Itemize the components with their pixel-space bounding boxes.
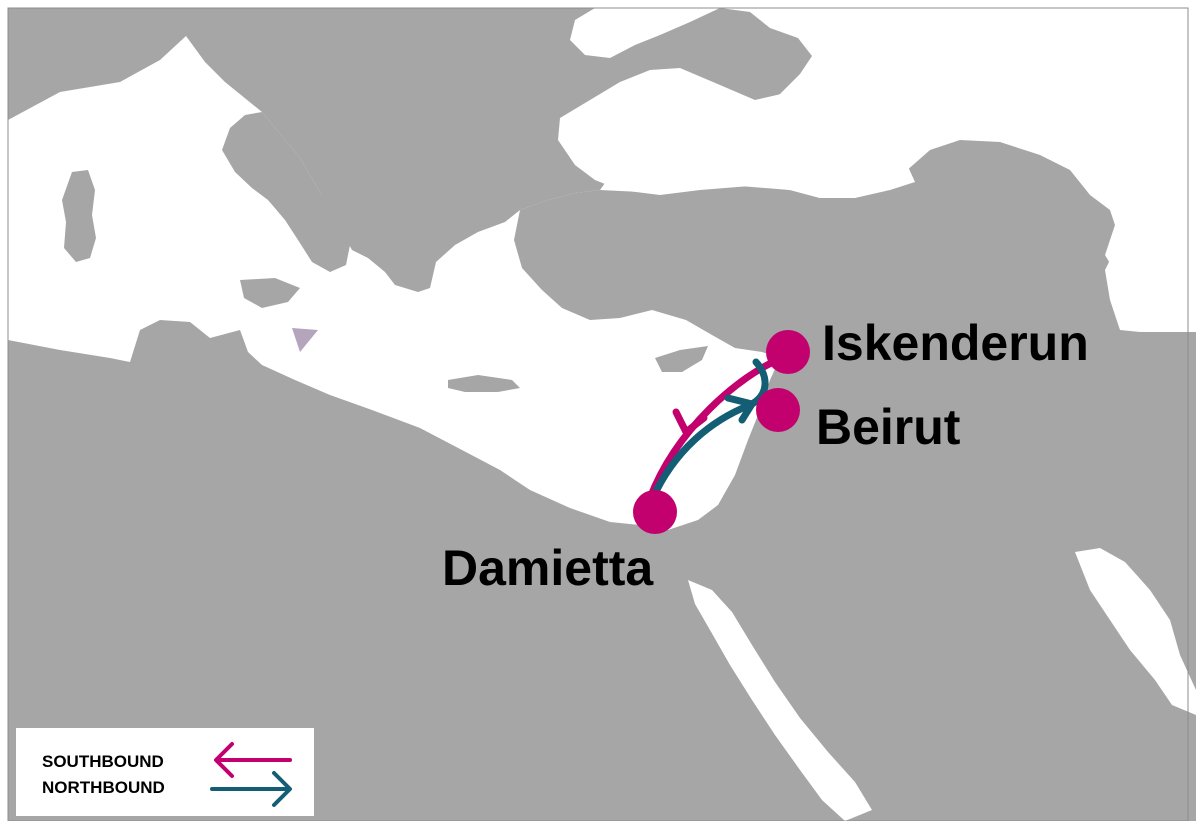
land-crete xyxy=(448,375,520,392)
land-cyprus xyxy=(655,346,708,372)
land-anatolia-interior xyxy=(8,140,1196,821)
triangle-marker xyxy=(292,328,318,352)
legend-northbound-label: NORTHBOUND xyxy=(42,778,165,797)
legend-southbound-label: SOUTHBOUND xyxy=(42,752,164,771)
southbound-route xyxy=(646,354,786,502)
land-italy xyxy=(222,112,350,272)
sea-red-sea xyxy=(688,580,872,821)
northbound-arrowhead xyxy=(724,394,756,424)
port-marker-damietta xyxy=(633,490,677,534)
port-label-iskenderun: Iskenderun xyxy=(822,315,1089,371)
land-europe-anatolia xyxy=(8,8,812,292)
southbound-arrowhead xyxy=(672,408,708,436)
sea-black-sea xyxy=(558,68,915,198)
legend-southbound-arrow-icon xyxy=(214,742,292,778)
port-label-beirut: Beirut xyxy=(816,399,961,455)
map-border xyxy=(7,7,1189,821)
port-label-damietta: Damietta xyxy=(442,540,654,596)
northbound-route xyxy=(648,401,754,504)
legend: SOUTHBOUND NORTHBOUND xyxy=(16,728,314,816)
legend-northbound-arrow-icon xyxy=(210,771,292,807)
land-corsica-sardinia xyxy=(62,170,96,262)
sea-persian-gulf xyxy=(1075,548,1196,715)
port-marker-iskenderun xyxy=(766,330,810,374)
sea-caspian xyxy=(1050,12,1196,312)
port-marker-beirut xyxy=(756,388,800,432)
legend-box xyxy=(16,728,314,816)
land-sicily xyxy=(240,278,300,308)
